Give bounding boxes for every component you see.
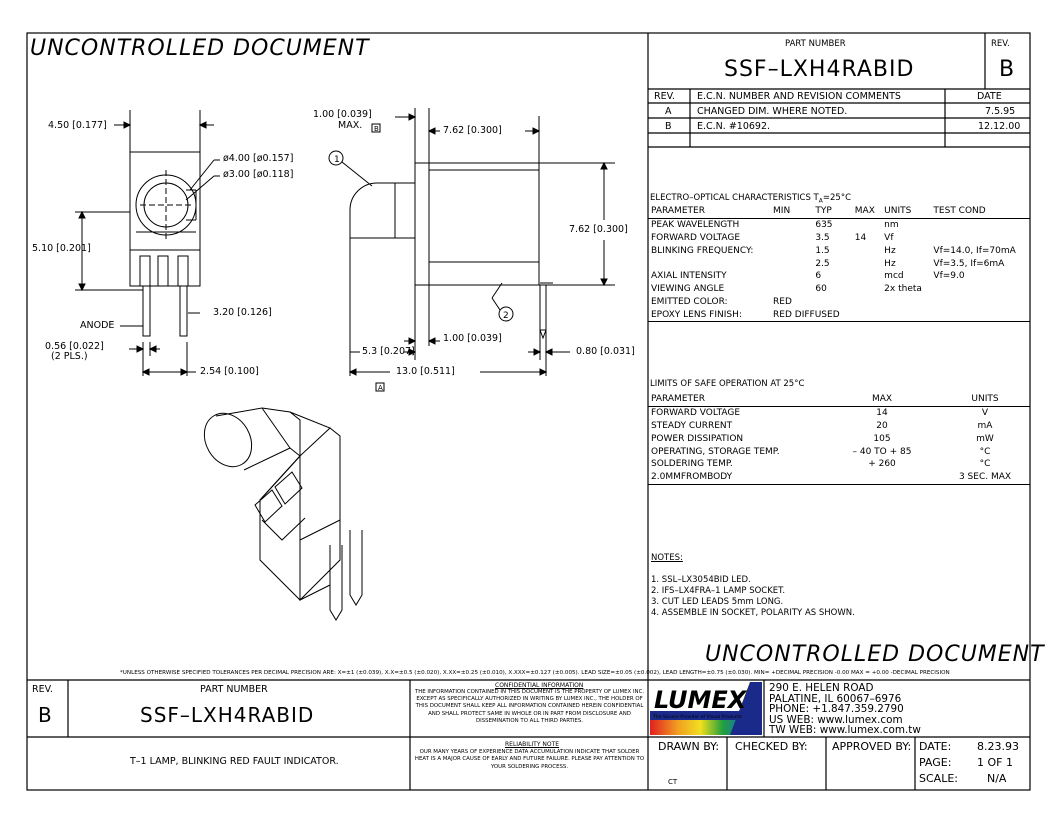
callout-1-circle: [328, 150, 344, 166]
date-col-header: DATE: [977, 91, 1002, 102]
rev-value: B: [999, 57, 1015, 82]
drawn-by-label: DRAWN BY:: [658, 740, 720, 753]
note-2: 2. IFS–LX4FRA–1 LAMP SOCKET.: [651, 586, 786, 596]
rev-label: REV.: [991, 39, 1010, 49]
confidential-text: THE INFORMATION CONTAINED IN THIS DOCUME…: [414, 689, 645, 724]
rev-col-header: REV.: [654, 91, 675, 102]
tolerance-note: *UNLESS OTHERWISE SPECIFIED TOLERANCES P…: [120, 670, 950, 676]
address-block: 290 E. HELEN ROAD PALATINE, IL 60067–697…: [769, 682, 921, 737]
checked-by-label: CHECKED BY:: [735, 740, 808, 753]
dim-5-3: 5.3 [0.207]: [362, 346, 415, 357]
dim-1-00: 1.00 [0.039]: [443, 333, 502, 344]
side-view-body: [428, 162, 540, 286]
page-value: 1 OF 1: [977, 756, 1013, 769]
rev-row-b-comment: E.C.N. #10692.: [697, 121, 771, 132]
date-label: DATE:: [919, 740, 952, 753]
rev-row-b-rev: B: [665, 121, 672, 132]
rev-row-a-rev: A: [665, 106, 672, 117]
tb-part: SSF–LXH4RABID: [140, 703, 315, 727]
lumex-logo: LUMEX The Source Provider of Visual Prod…: [650, 682, 762, 735]
ecn-col-header: E.C.N. NUMBER AND REVISION COMMENTS: [697, 91, 901, 102]
dim-0-80: 0.80 [0.031]: [576, 346, 635, 357]
table-row: OPERATING, STORAGE TEMP.– 40 TO + 85°C: [651, 446, 991, 457]
approved-by-label: APPROVED BY:: [832, 740, 912, 753]
electro-title: ELECTRO–OPTICAL CHARACTERISTICS TA=25°C: [650, 193, 851, 205]
technical-drawing: 1 2 B A: [75, 108, 615, 621]
drawn-by: CT: [668, 778, 678, 786]
note-4: 4. ASSEMBLE IN SOCKET, POLARITY AS SHOWN…: [651, 608, 855, 618]
part-number: SSF–LXH4RABID: [724, 57, 915, 82]
dim-dia-4-00: ø4.00 [ø0.157]: [223, 153, 294, 164]
svg-text:2: 2: [503, 311, 509, 321]
tb-rev: B: [38, 703, 52, 727]
dim-max-label: MAX.: [338, 120, 363, 131]
table-row: SOLDERING TEMP.+ 260°C: [651, 459, 991, 470]
table-row: EMITTED COLOR:RED: [651, 296, 792, 307]
dim-dia-3-00: ø3.00 [ø0.118]: [223, 169, 294, 180]
logo-tagline: The Source Provider of Visual Products: [652, 714, 742, 720]
uncontrolled-banner: UNCONTROLLED DOCUMENT: [30, 36, 370, 61]
limits-title: LIMITS OF SAFE OPERATION AT 25°C: [650, 379, 805, 389]
notes-title: NOTES:: [651, 553, 683, 563]
callout-2-circle: [498, 306, 514, 322]
dim-2-pls: (2 PLS.): [51, 351, 88, 362]
tb-rev-label: REV.: [32, 684, 53, 695]
date-value: 8.23.93: [977, 740, 1019, 753]
dim-13-0: 13.0 [0.511]: [396, 366, 455, 377]
dim-5-10: 5.10 [0.201]: [32, 243, 91, 254]
uncontrolled-banner-bottom: UNCONTROLLED DOCUMENT: [705, 642, 1045, 667]
tb-part-label: PART NUMBER: [200, 684, 268, 695]
note-3: 3. CUT LED LEADS 5mm LONG.: [651, 597, 784, 607]
dim-1-00-max: 1.00 [0.039]: [313, 109, 372, 120]
dim-7-62-side: 7.62 [0.300]: [569, 224, 628, 235]
scale-label: SCALE:: [919, 772, 958, 785]
anode-label: ANODE: [80, 320, 115, 331]
svg-text:B: B: [374, 125, 379, 133]
confidential-title: CONFIDENTIAL INFORMATION: [495, 682, 584, 689]
svg-text:1: 1: [334, 155, 340, 165]
reliability-text: OUR MANY YEARS OF EXPERIENCE DATA ACCUMU…: [414, 749, 645, 770]
reliability-title: RELIABILITY NOTE: [505, 741, 560, 748]
dim-3-20: 3.20 [0.126]: [213, 307, 272, 318]
dim-4-50: 4.50 [0.177]: [48, 120, 107, 131]
scale-value: N/A: [987, 772, 1007, 785]
isometric-view: [203, 407, 363, 621]
note-1: 1. SSL–LX3054BID LED.: [651, 575, 751, 585]
logo-text: LUMEX: [654, 686, 748, 714]
table-row: EPOXY LENS FINISH:RED DIFFUSED: [648, 308, 1030, 323]
svg-text:A: A: [378, 384, 383, 392]
dim-0-56: 0.56 [0.022]: [45, 341, 104, 352]
dim-2-54: 2.54 [0.100]: [200, 366, 259, 377]
rev-row-a-date: 7.5.95: [985, 106, 1016, 117]
rev-row-b-date: 12.12.00: [978, 121, 1021, 132]
rev-row-a-comment: CHANGED DIM. WHERE NOTED.: [697, 106, 848, 117]
dim-7-62-top: 7.62 [0.300]: [443, 125, 502, 136]
part-number-label: PART NUMBER: [785, 39, 846, 49]
tb-description: T–1 LAMP, BLINKING RED FAULT INDICATOR.: [130, 756, 339, 767]
page-label: PAGE:: [919, 756, 952, 769]
